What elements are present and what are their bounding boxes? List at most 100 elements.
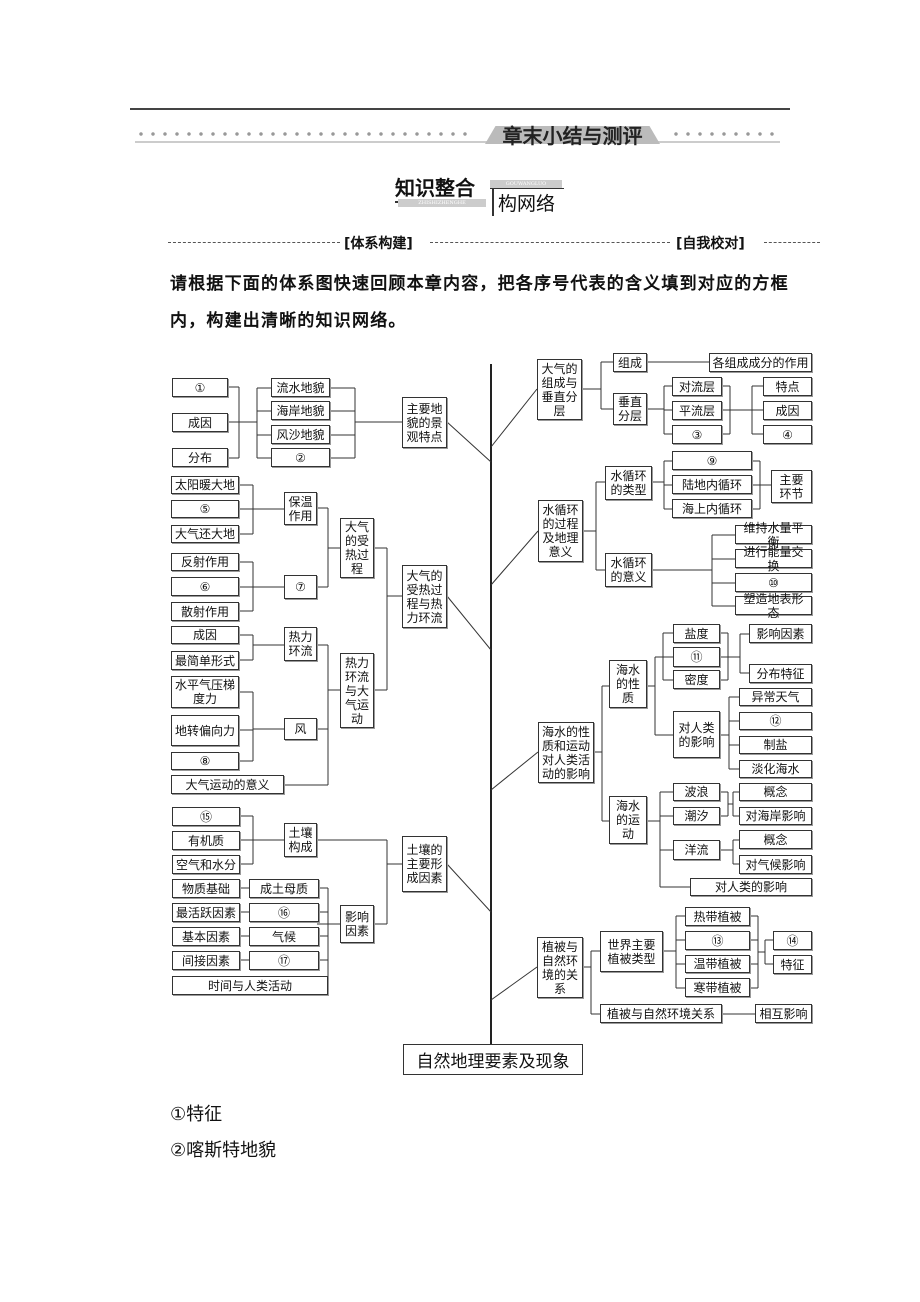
diagram-node: 大气运动的意义 (171, 775, 284, 794)
diagram-node: 海水的性质 (609, 660, 647, 708)
diagram-node: 对气候影响 (739, 855, 812, 874)
diagram-node: 地转偏向力 (171, 715, 239, 746)
diagram-node: ⑰ (249, 951, 319, 970)
section-sub-b: GOUWANGLUO (490, 180, 562, 188)
diagram-node: ⑤ (171, 500, 239, 518)
diagram-node: 太阳暖大地 (171, 476, 239, 494)
diagram-node: 水平气压梯度力 (171, 676, 239, 708)
diagram-node: 最活跃因素 (172, 903, 240, 922)
diagram-node: ② (271, 448, 330, 467)
title-divider (490, 188, 564, 189)
diagram-node: ③ (672, 425, 722, 444)
connector (446, 595, 492, 651)
diagram-node: 时间与人类活动 (172, 976, 328, 995)
intro-paragraph: 请根据下面的体系图快速回顾本章内容，把各序号代表的含义填到对应的方框内，构建出清… (170, 274, 789, 331)
diagram-node: 土壤构成 (284, 823, 317, 857)
diagram-node: ⑪ (673, 647, 720, 667)
diagram-node: 影响因素 (340, 905, 374, 943)
diagram-node: ⑮ (172, 807, 240, 826)
diagram-node: ① (172, 378, 228, 397)
diagram-node: ⑭ (773, 931, 812, 950)
diagram-node: 风沙地貌 (271, 425, 330, 444)
diagram-node: 淡化海水 (739, 760, 812, 778)
diagram-node: 洋流 (673, 840, 720, 860)
diagram-node: 植被与自然环境的关系 (537, 937, 583, 998)
diagram-node: 基本因素 (172, 927, 240, 946)
connector (490, 966, 538, 1001)
diagram-node: ⑧ (171, 752, 239, 770)
diagram-node: 水循环的意义 (605, 553, 652, 587)
diagram-node: 海上内循环 (672, 499, 752, 518)
diagram-node: 相互影响 (755, 1004, 812, 1023)
diagram-node: 水循环的类型 (605, 466, 652, 500)
diagram-node: 分布 (172, 448, 228, 467)
section-label-system: [体系构建] (344, 236, 413, 252)
diagram-node: 特征 (773, 955, 812, 974)
diagram-node: 概念 (739, 783, 812, 801)
connector-lines (228, 361, 773, 1045)
section-row: [体系构建] [自我校对] (168, 233, 820, 253)
dash-1 (168, 242, 340, 243)
diagram-node: 对人类的影响 (690, 878, 812, 896)
top-rule (130, 108, 790, 110)
diagram-node: 维持水量平衡 (735, 521, 812, 549)
diagram-node: 海水的性质和运动对人类活动的影响 (538, 722, 594, 783)
diagram-node: 平流层 (672, 401, 722, 420)
dots-right (670, 132, 780, 136)
diagram-node: 对人类的影响 (673, 711, 720, 758)
diagram-node: 陆地内循环 (672, 475, 752, 494)
banner-base (135, 141, 780, 143)
diagram-node: 世界主要植被类型 (600, 931, 663, 972)
diagram-node: 影响因素 (749, 624, 812, 643)
diagram-node: 流水地貌 (271, 378, 330, 397)
diagram-node: 各组成成分的作用 (709, 353, 812, 372)
diagram-node: 分布特征 (749, 664, 812, 683)
diagram-node: 波浪 (673, 783, 720, 801)
chapter-title: 章末小结与测评 (502, 124, 643, 148)
diagram-node: 成因 (172, 413, 228, 432)
chapter-banner: 章末小结与测评 (135, 124, 780, 148)
connector (490, 751, 539, 791)
diagram-node: 保温作用 (284, 492, 317, 525)
diagram-node: 植被与自然环境关系 (600, 1004, 722, 1023)
section-label-check: [自我校对] (676, 236, 745, 252)
diagram-node: 间接因素 (172, 951, 240, 970)
diagram-node: 成因 (763, 401, 812, 420)
diagram-node: 组成 (613, 353, 647, 372)
diagram-node: 海岸地貌 (271, 401, 330, 420)
dash-2 (430, 242, 670, 243)
answer-1: ①特征 (170, 1104, 223, 1125)
diagram-node: 散射作用 (171, 602, 239, 621)
connector (490, 388, 538, 448)
banner-tab (485, 126, 660, 144)
diagram-node: 风 (284, 718, 317, 740)
diagram-node: 进行能量交换 (735, 545, 812, 573)
diagram-node: 物质基础 (172, 879, 240, 898)
diagram-node: 主要地貌的景观特点 (402, 397, 447, 448)
diagram-node: 潮汐 (673, 807, 720, 825)
diagram-node: 塑造地表形态 (735, 592, 812, 620)
diagram-node: 概念 (739, 830, 812, 849)
diagram-root-node: 自然地理要素及现象 (403, 1044, 583, 1075)
diagram-node: ⑬ (685, 931, 750, 950)
dash-3 (764, 242, 820, 243)
diagram-node: 土壤的主要形成因素 (402, 836, 447, 892)
diagram-node: ⑩ (735, 573, 812, 592)
diagram-node: 热力环流 (284, 627, 317, 661)
diagram-node: 最简单形式 (171, 651, 239, 670)
diagram-node: 温带植被 (685, 955, 750, 973)
dots-left (135, 132, 475, 136)
diagram-node: 水循环的过程及地理意义 (538, 500, 583, 562)
diagram-node: 特点 (763, 377, 812, 396)
diagram-node: 成土母质 (249, 879, 319, 898)
diagram-node: 大气的受热过程 (340, 518, 374, 578)
diagram-node: 反射作用 (171, 553, 239, 571)
connector (490, 530, 539, 586)
section-sub-a: ZHISHIZHENGHE (398, 199, 486, 207)
section-title-b: 构网络 (492, 189, 555, 216)
diagram-node: 制盐 (739, 736, 812, 754)
diagram-node: ⑥ (171, 577, 239, 596)
diagram-node: 密度 (673, 670, 720, 689)
diagram-node: 气候 (249, 927, 319, 946)
